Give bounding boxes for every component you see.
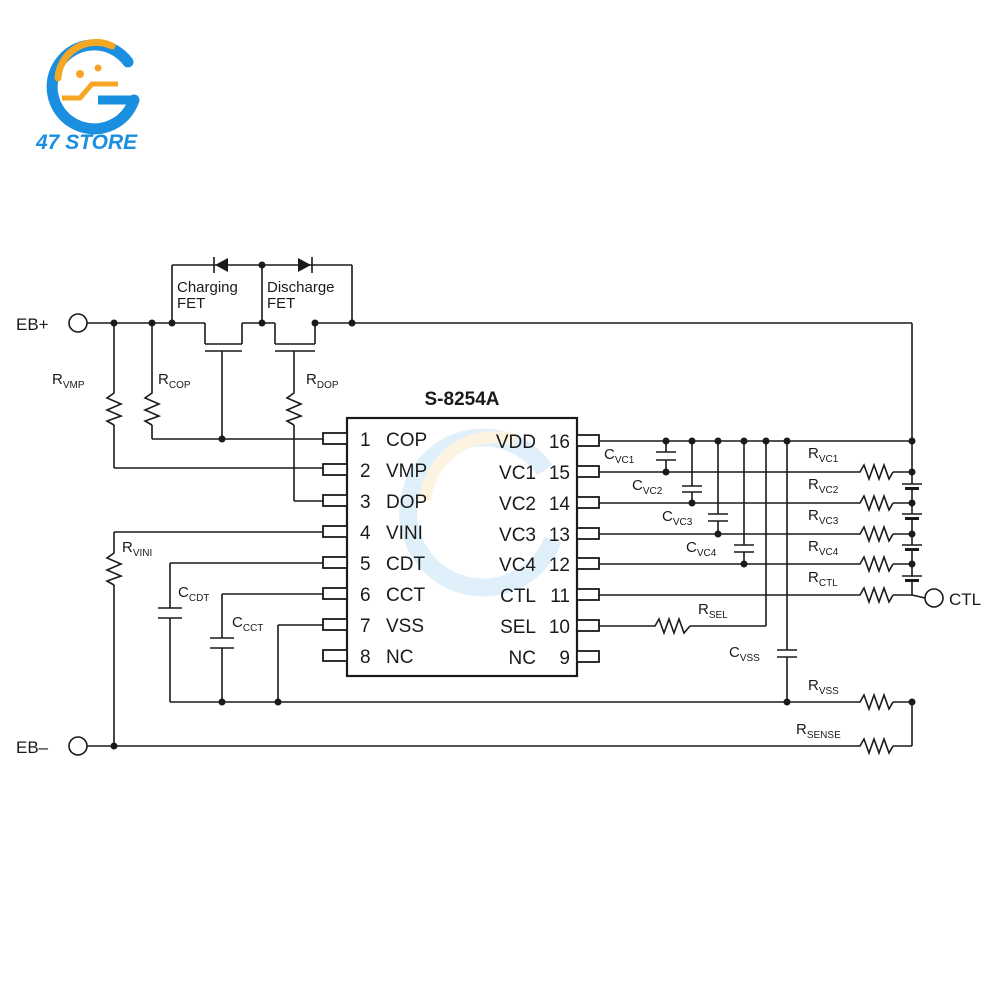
- charging-fet-diode: [213, 257, 228, 273]
- pin-3-num: 3: [360, 492, 371, 513]
- r-vc1-label: RVC1: [808, 445, 839, 465]
- c-vc4-label: CVC4: [686, 539, 717, 559]
- resistor-vc3: [855, 524, 894, 544]
- r-dop-label: RDOP: [306, 371, 339, 391]
- pin-12-name: VC4: [499, 555, 536, 576]
- pin-6-num: 6: [360, 585, 371, 606]
- r-sense-label: RSENSE: [796, 721, 841, 741]
- ic-name: S-8254A: [425, 389, 500, 410]
- ic-left-pin-labels: 1 COP 2 VMP 3 DOP 4 VINI 5 CDT 6 CCT 7 V…: [360, 430, 427, 668]
- pin-13-num: 13: [549, 525, 570, 546]
- resistor-sense: [855, 736, 894, 756]
- r-sel-label: RSEL: [698, 601, 728, 621]
- battery-cells: [902, 483, 922, 582]
- store-logo: 47 STORE: [35, 38, 140, 154]
- c-vc3-label: CVC3: [662, 508, 693, 528]
- pin-9-num: 9: [559, 648, 570, 669]
- c-cdt-label: CCDT: [178, 584, 209, 604]
- pin-3-name: DOP: [386, 492, 427, 513]
- resistor-vmp: [104, 388, 124, 426]
- pin-14-name: VC2: [499, 494, 536, 515]
- c-cct-label: CCCT: [232, 614, 263, 634]
- junction-dots: [110, 261, 916, 750]
- r-vc4-label: RVC4: [808, 538, 839, 558]
- store-logo-text: 47 STORE: [35, 131, 138, 154]
- discharge-fet-diode: [298, 257, 313, 273]
- pin-7-num: 7: [360, 616, 371, 637]
- pin-13-name: VC3: [499, 525, 536, 546]
- resistor-sel: [650, 616, 691, 636]
- pin-9-name: NC: [509, 648, 536, 669]
- pin-4-name: VINI: [386, 523, 423, 544]
- pin-4-num: 4: [360, 523, 371, 544]
- pin-11-name: CTL: [500, 586, 536, 607]
- capacitor-cct: [210, 637, 234, 649]
- pin-10-name: SEL: [500, 617, 536, 638]
- resistor-ctl: [855, 585, 894, 605]
- resistor-cop: [142, 388, 162, 426]
- pin-10-num: 10: [549, 617, 570, 638]
- pin-14-num: 14: [549, 494, 571, 515]
- resistor-vss: [855, 692, 894, 712]
- ic-right-pin-labels: VDD 16 VC1 15 VC2 14 VC3 13 VC4 12 CTL 1…: [496, 432, 571, 669]
- r-cop-label: RCOP: [158, 371, 191, 391]
- capacitor-vc4: [734, 544, 754, 553]
- pin-12-num: 12: [549, 555, 570, 576]
- r-vini-label: RVINI: [122, 539, 152, 559]
- r-vss-label: RVSS: [808, 677, 839, 697]
- pin-15-num: 15: [549, 463, 570, 484]
- pin-8-name: NC: [386, 647, 413, 668]
- ic-right-pin-stubs: [576, 434, 600, 663]
- ctl-terminal-label: CTL: [949, 590, 981, 609]
- eb-plus-terminal: [68, 313, 88, 333]
- resistor-vc4: [855, 554, 894, 574]
- c-vc1-label: CVC1: [604, 446, 635, 466]
- pin-15-name: VC1: [499, 463, 536, 484]
- ctl-terminal: [924, 588, 944, 608]
- pin-6-name: CCT: [386, 585, 425, 606]
- pin-16-name: VDD: [496, 432, 536, 453]
- r-vmp-label: RVMP: [52, 371, 85, 391]
- c-vss-label: CVSS: [729, 644, 760, 664]
- r-vc3-label: RVC3: [808, 507, 839, 527]
- eb-minus-terminal: [68, 736, 88, 756]
- r-vc2-label: RVC2: [808, 476, 839, 496]
- charging-fet-label-2: FET: [177, 295, 205, 312]
- pin-5-name: CDT: [386, 554, 425, 575]
- eb-minus-label: EB–: [16, 738, 49, 757]
- pin-7-name: VSS: [386, 616, 424, 637]
- discharge-fet-label: Discharge: [267, 279, 335, 296]
- pin-11-num: 11: [550, 586, 570, 607]
- charging-fet-label: Charging: [177, 279, 238, 296]
- capacitor-cdt: [158, 607, 182, 619]
- discharge-fet-label-2: FET: [267, 295, 295, 312]
- pin-2-name: VMP: [386, 461, 427, 482]
- pin-1-num: 1: [360, 430, 371, 451]
- r-ctl-label: RCTL: [808, 569, 838, 589]
- resistor-vc1: [855, 462, 894, 482]
- pin-5-num: 5: [360, 554, 371, 575]
- capacitor-vss: [777, 649, 797, 658]
- resistor-vc2: [855, 493, 894, 513]
- resistor-dop: [284, 388, 304, 426]
- eb-plus-label: EB+: [16, 315, 49, 334]
- resistor-vini: [104, 548, 124, 586]
- pin-1-name: COP: [386, 430, 427, 451]
- capacitor-vc3: [708, 513, 728, 522]
- watermark-logo: [399, 428, 562, 597]
- pin-2-num: 2: [360, 461, 371, 482]
- pin-8-num: 8: [360, 647, 371, 668]
- pin-16-num: 16: [549, 432, 570, 453]
- c-vc2-label: CVC2: [632, 477, 663, 497]
- ic-body: [345, 416, 579, 678]
- capacitor-vc1: [656, 451, 676, 461]
- capacitor-vc2: [682, 485, 702, 493]
- ic-left-pin-stubs: [322, 432, 348, 662]
